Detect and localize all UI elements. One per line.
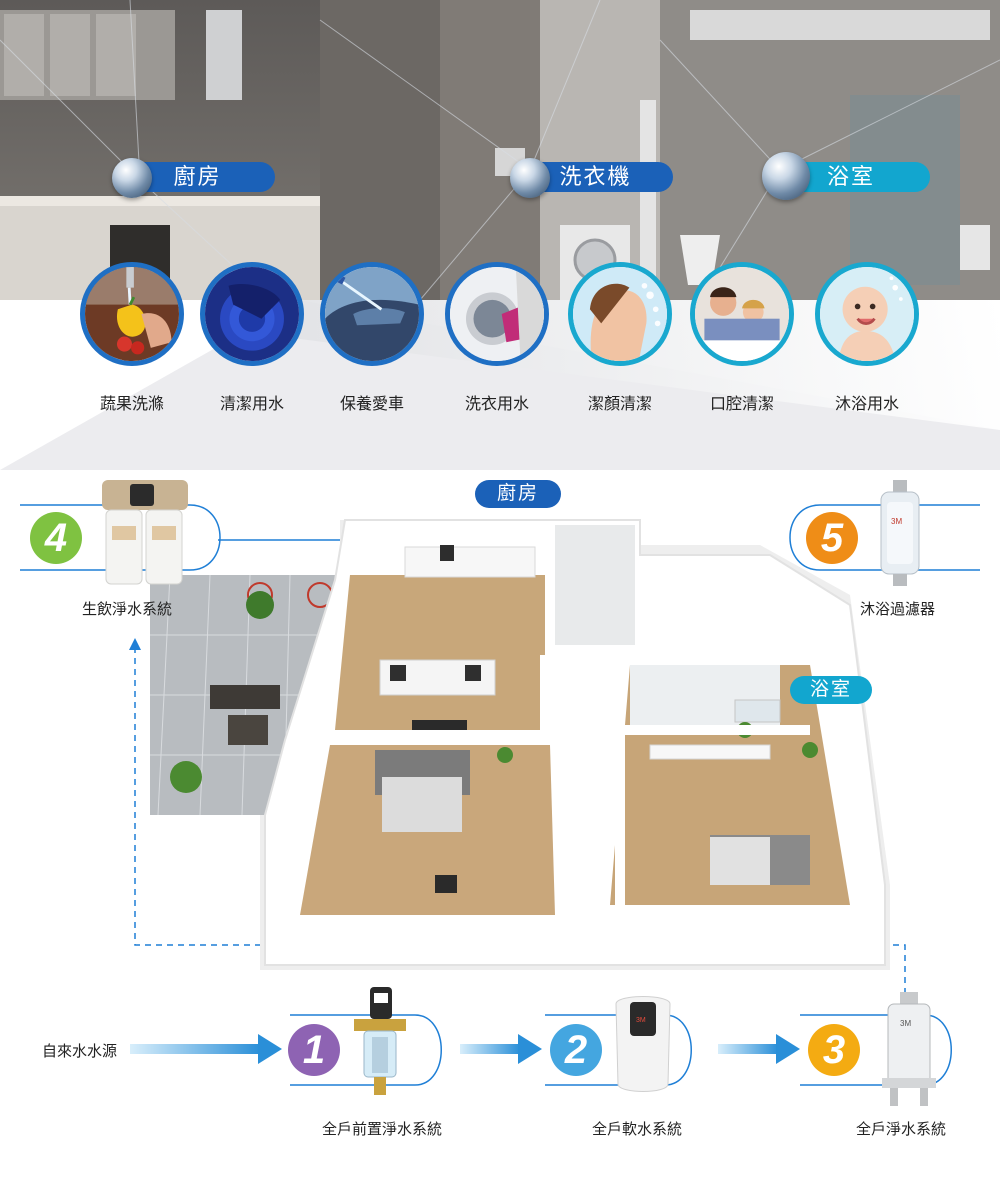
usage-label: 沐浴用水 bbox=[834, 396, 899, 413]
flow-arrow bbox=[718, 1034, 800, 1064]
usage-label: 保養愛車 bbox=[339, 396, 404, 413]
step-number-5: 5 bbox=[806, 512, 858, 564]
usage-label: 清潔用水 bbox=[219, 396, 284, 413]
oral-care-icon bbox=[690, 262, 794, 366]
home-floor-plan bbox=[150, 515, 890, 970]
whole-house-filter-image: 3M bbox=[878, 990, 940, 1108]
product-label-pre-filter: 全戶前置淨水系統 bbox=[322, 1121, 443, 1138]
step-number-1: 1 bbox=[288, 1024, 340, 1076]
laundry-water-icon bbox=[445, 262, 549, 366]
pre-filter-system-image bbox=[350, 985, 410, 1097]
usage-label: 潔顏清潔 bbox=[587, 396, 652, 413]
bath-water-icon bbox=[815, 262, 919, 366]
product-label-softener: 全戶軟水系統 bbox=[592, 1121, 683, 1138]
svg-text:3M: 3M bbox=[891, 517, 902, 526]
step-number-4: 4 bbox=[30, 512, 82, 564]
step-number-2: 2 bbox=[550, 1024, 602, 1076]
flow-arrow bbox=[460, 1034, 542, 1064]
vegetable-washing-icon bbox=[80, 262, 184, 366]
step-number-3: 3 bbox=[808, 1024, 860, 1076]
flow-arrow bbox=[130, 1034, 282, 1064]
shower-filter-image: 3M bbox=[875, 480, 925, 586]
room-orb-bathroom bbox=[762, 152, 810, 200]
usage-label: 口腔清潔 bbox=[709, 396, 774, 413]
room-orb-laundry bbox=[510, 158, 550, 198]
product-label-whole-house: 全戶淨水系統 bbox=[856, 1121, 947, 1138]
drinking-water-system-image bbox=[100, 478, 190, 586]
room-orb-kitchen bbox=[112, 158, 152, 198]
svg-text:3M: 3M bbox=[900, 1019, 911, 1028]
car-care-icon bbox=[320, 262, 424, 366]
water-softener-image: 3M bbox=[610, 992, 676, 1096]
product-label-drinking-water: 生飲淨水系統 bbox=[82, 601, 173, 618]
usage-label: 洗衣用水 bbox=[464, 396, 529, 413]
face-washing-icon bbox=[568, 262, 672, 366]
home-banner: 廚房 洗衣機 浴室 bbox=[0, 0, 1000, 470]
usage-label: 蔬果洗滌 bbox=[99, 396, 164, 413]
svg-text:3M: 3M bbox=[636, 1017, 646, 1024]
bathroom-tag: 浴室 bbox=[790, 676, 872, 704]
product-label-shower-filter: 沐浴過濾器 bbox=[860, 601, 936, 618]
kitchen-tag: 廚房 bbox=[475, 480, 561, 508]
cleaning-water-icon bbox=[200, 262, 304, 366]
water-source-label: 自來水水源 bbox=[42, 1043, 118, 1060]
